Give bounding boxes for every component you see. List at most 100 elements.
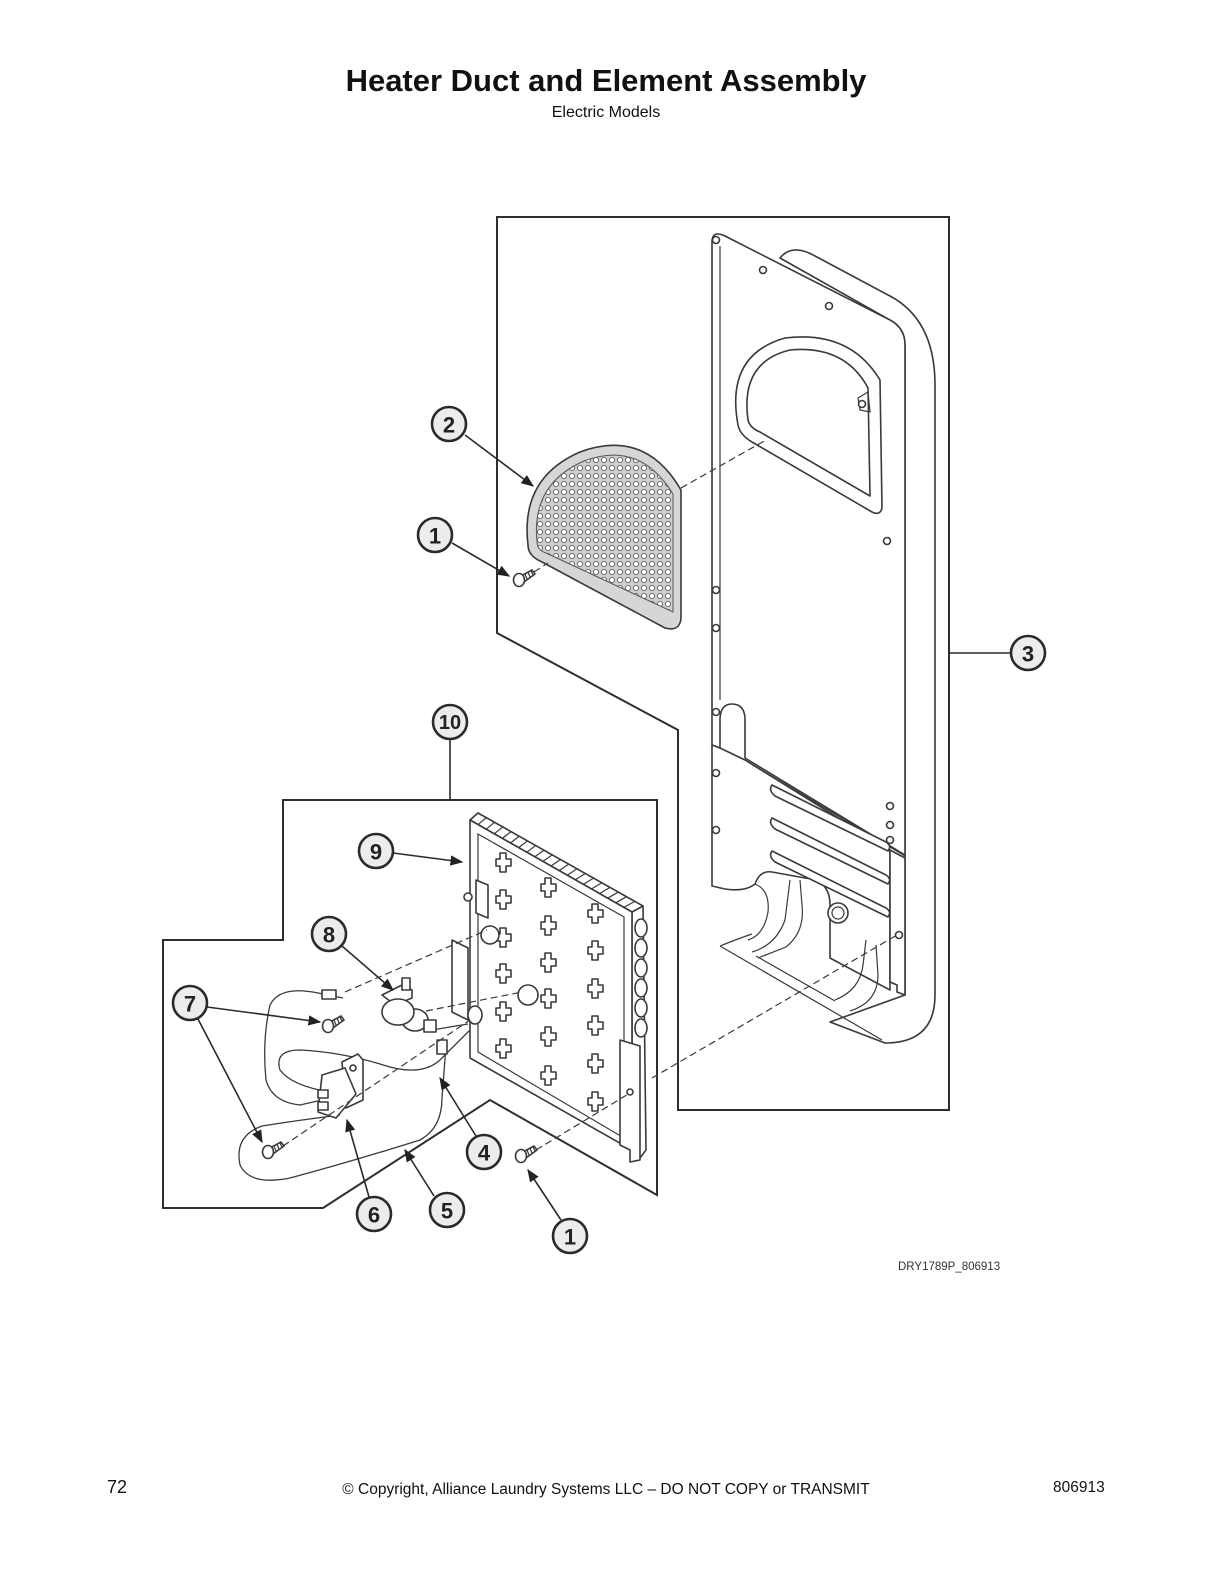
element-terminal-block (475, 879, 489, 919)
callout-leaders (197, 434, 1011, 1221)
callout-8: 8 (310, 915, 348, 953)
element-side-bracket (451, 939, 469, 1021)
callout-4: 4 (465, 1133, 503, 1171)
wire-lead (431, 1023, 469, 1031)
assembly-line (651, 934, 898, 1079)
callout-2: 2 (430, 405, 468, 443)
wire-lead (238, 1045, 447, 1181)
coil-ridge (534, 849, 545, 858)
heater-element (451, 812, 648, 1163)
element-insulator (540, 952, 557, 973)
duct-assembly-bracket (496, 216, 950, 1111)
page-number: 72 (107, 1477, 128, 1497)
coil-bump (634, 998, 648, 1018)
channel-wall (757, 879, 804, 959)
coil-ridge (615, 896, 627, 904)
floor-inner-edge (755, 955, 836, 1002)
terminal-stud (463, 892, 473, 902)
callout-number: 6 (368, 1203, 380, 1228)
coil-ridge (485, 821, 495, 830)
callout-number: 1 (564, 1225, 576, 1250)
coil-ridge (518, 840, 528, 849)
floor-back-edge (719, 933, 753, 947)
panel-mounting-holes (711, 235, 904, 940)
wire-lead (278, 1029, 471, 1093)
element-insulator (540, 1026, 557, 1047)
assembly-lines (282, 439, 898, 1151)
coil-ridge (583, 877, 594, 885)
panel-hole (711, 825, 721, 835)
screw-thread (524, 570, 534, 580)
duct-opening-inner (746, 348, 871, 497)
callout-number: 2 (443, 413, 455, 438)
panel-hole (711, 235, 721, 245)
leader-6 (345, 1118, 370, 1198)
panel-hole (758, 265, 768, 275)
panel-hole (711, 623, 721, 633)
callout-1-bottom: 1 (551, 1217, 589, 1255)
page-subtitle: Electric Models (551, 104, 661, 121)
coil-bump (634, 918, 648, 938)
element-mount-bracket (619, 1039, 641, 1163)
coil-ridge (558, 863, 570, 872)
screw-thread (273, 1142, 283, 1152)
coil-bump (634, 958, 648, 978)
figure-id: DRY1789P_806913 (898, 1261, 1001, 1273)
callout-3: 3 (1009, 634, 1047, 672)
element-insulator (540, 877, 557, 898)
panel-hole (885, 835, 895, 845)
document-number: 806913 (1053, 1479, 1105, 1496)
screw-top (512, 569, 536, 588)
callout-circle (310, 915, 348, 953)
callout-9: 9 (357, 832, 395, 870)
panel-rib (769, 817, 891, 885)
callout-circle (357, 832, 395, 870)
leader-7a (206, 1006, 322, 1026)
thermostat-terminal (401, 977, 411, 991)
panel-rib (769, 850, 891, 918)
wire-connector (321, 989, 337, 1000)
coil-ridge (526, 845, 537, 853)
element-insulator (495, 1001, 512, 1022)
coil-ridge (542, 854, 553, 862)
screw-thread (333, 1016, 343, 1026)
coil-ridge (566, 868, 578, 876)
channel-wall (834, 939, 867, 1001)
page-title: Heater Duct and Element Assembly (345, 63, 867, 98)
assembly-line (344, 929, 488, 993)
callout-6: 6 (355, 1195, 393, 1233)
coil-ridge (502, 831, 512, 839)
grille-perforation (535, 454, 674, 613)
bracket-hole (626, 1088, 634, 1096)
callout-circle (465, 1133, 503, 1171)
leader-4 (439, 1076, 477, 1137)
assembly-line (680, 439, 767, 489)
panel-drain-hole (827, 902, 849, 924)
copyright-notice: © Copyright, Alliance Laundry Systems LL… (342, 1481, 870, 1498)
element-insulator (587, 1091, 604, 1112)
screw-head (321, 1018, 335, 1034)
element-insulator (587, 1053, 604, 1074)
element-insulator (587, 940, 604, 961)
leader-2 (464, 434, 535, 487)
element-insulator (587, 903, 604, 924)
callout-number: 7 (184, 992, 196, 1017)
screw-head (514, 1148, 528, 1164)
panel-hole (882, 536, 892, 546)
coil-ridge (477, 817, 487, 826)
panel-hole (711, 707, 721, 717)
wire-connector (436, 1039, 448, 1055)
leader-9 (392, 852, 464, 866)
coil-bump (634, 978, 648, 998)
coil-ridge (591, 882, 603, 890)
element-insulator (495, 852, 512, 873)
callout-number: 8 (323, 923, 335, 948)
thermostat-cap (381, 998, 415, 1026)
element-insulators (495, 852, 604, 1112)
channel-wall (849, 944, 879, 1012)
hi-limit-thermostat (317, 1053, 364, 1119)
coil-ridge (510, 835, 520, 844)
callout-circle (431, 703, 469, 741)
heater-duct-panel (711, 233, 936, 1044)
leader-7b (197, 1018, 263, 1144)
